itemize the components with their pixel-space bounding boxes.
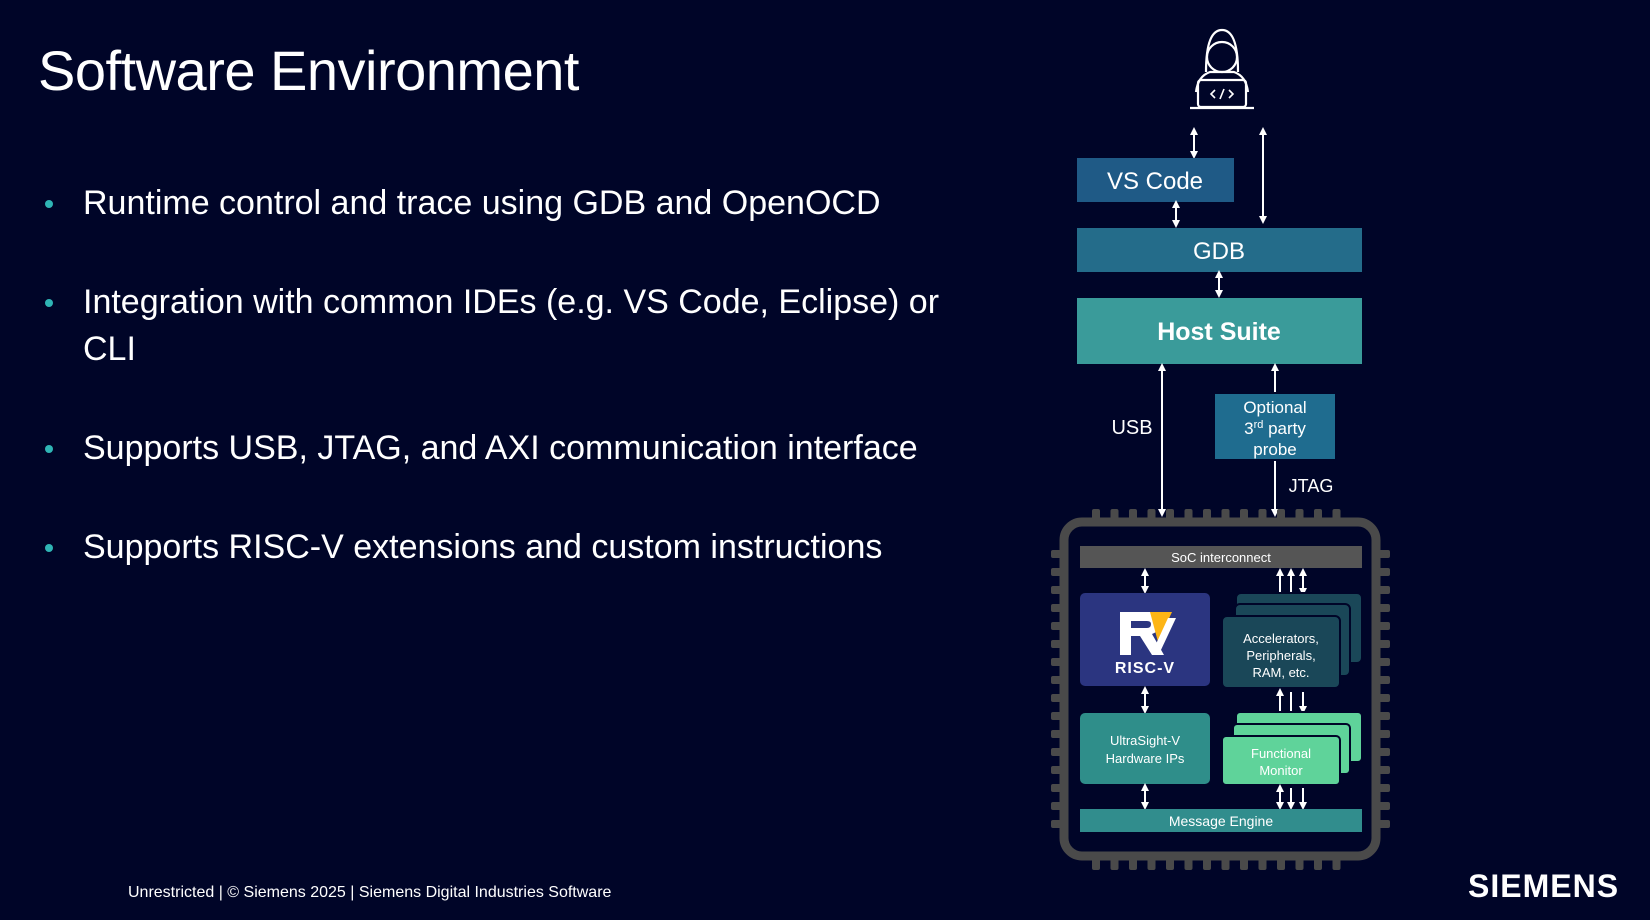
- functional-line1: Functional: [1251, 746, 1311, 761]
- bullet-dot-icon: [45, 200, 53, 208]
- probe-party-word: party: [1268, 419, 1306, 438]
- probe-line2: 3rd party: [1244, 419, 1306, 438]
- chip-pin: [1378, 550, 1390, 558]
- chip-pin: [1378, 640, 1390, 648]
- chip-pin: [1221, 858, 1230, 870]
- usb-label: USB: [1111, 417, 1152, 439]
- chip-pin: [1378, 658, 1390, 666]
- bullet-item: Supports USB, JTAG, and AXI communicatio…: [42, 425, 972, 472]
- chip-pin: [1378, 748, 1390, 756]
- riscv-logo-icon: [1120, 612, 1176, 655]
- message-engine-bar: [1080, 809, 1362, 832]
- chip-pin: [1332, 858, 1341, 870]
- bullet-item: Supports RISC-V extensions and custom in…: [42, 524, 972, 571]
- chip-pin: [1378, 676, 1390, 684]
- chip-outline: [1059, 517, 1381, 861]
- chip-pin: [1184, 858, 1193, 870]
- functional-line2: Monitor: [1259, 763, 1303, 778]
- bullet-list: Runtime control and trace using GDB and …: [42, 180, 972, 571]
- chip-pin: [1147, 858, 1156, 870]
- bullet-text: Integration with common IDEs (e.g. VS Co…: [83, 283, 940, 368]
- accelerators-line2: Peripherals,: [1246, 648, 1315, 663]
- gdb-box: [1077, 228, 1362, 272]
- vscode-box: [1077, 158, 1234, 202]
- ultrasight-line1: UltraSight-V: [1110, 733, 1180, 748]
- chip-pin: [1110, 858, 1119, 870]
- chip-pin: [1378, 730, 1390, 738]
- chip-pin: [1295, 858, 1304, 870]
- bullet-dot-icon: [45, 544, 53, 552]
- chip-pin: [1314, 858, 1322, 870]
- soc-interconnect-label: SoC interconnect: [1171, 550, 1271, 565]
- ultrasight-box: [1080, 713, 1210, 784]
- chip-pin: [1378, 784, 1390, 792]
- chip-pin: [1378, 802, 1390, 810]
- chip-pin: [1378, 622, 1390, 630]
- slide-title: Software Environment: [38, 39, 579, 102]
- chip-pin: [1240, 858, 1248, 870]
- chip-pin: [1378, 820, 1390, 828]
- probe-box: [1215, 394, 1335, 459]
- chip-pin: [1378, 568, 1390, 576]
- bullet-dot-icon: [45, 445, 53, 453]
- ultrasight-line2: Hardware IPs: [1106, 751, 1185, 766]
- message-engine-label: Message Engine: [1169, 813, 1274, 829]
- chip-pin: [1258, 858, 1267, 870]
- chip-pin: [1378, 694, 1390, 702]
- chip-pin: [1203, 858, 1211, 870]
- riscv-logo-text: RISC-V: [1115, 660, 1175, 677]
- accelerators-line1: Accelerators,: [1243, 631, 1319, 646]
- vscode-label: VS Code: [1107, 168, 1203, 195]
- host-suite-label: Host Suite: [1157, 318, 1281, 346]
- probe-line3: probe: [1253, 440, 1296, 459]
- probe-line1: Optional: [1243, 398, 1306, 417]
- chip-pin: [1092, 858, 1100, 870]
- developer-laptop-icon: [1190, 28, 1254, 110]
- chip-pin: [1378, 604, 1390, 612]
- bullet-dot-icon: [45, 299, 53, 307]
- accelerators-line3: RAM, etc.: [1252, 665, 1309, 680]
- host-suite-box: [1077, 298, 1362, 364]
- chip-pin: [1277, 858, 1285, 870]
- jtag-label: JTAG: [1289, 476, 1334, 496]
- siemens-logo: SIEMENS: [1468, 868, 1620, 904]
- gdb-label: GDB: [1193, 238, 1245, 265]
- probe-ordinal-suffix: rd: [1254, 419, 1264, 431]
- soc-interconnect-bar: [1080, 546, 1362, 568]
- chip-pin: [1378, 712, 1390, 720]
- chip-pin: [1129, 858, 1137, 870]
- bullet-item: Runtime control and trace using GDB and …: [42, 180, 972, 227]
- chip-pin: [1378, 766, 1390, 774]
- bullet-text: Supports RISC-V extensions and custom in…: [83, 528, 883, 566]
- probe-ordinal: 3: [1244, 419, 1253, 438]
- chip-pin: [1166, 858, 1174, 870]
- bullet-item: Integration with common IDEs (e.g. VS Co…: [42, 279, 972, 373]
- footer-text: Unrestricted | © Siemens 2025 | Siemens …: [128, 884, 612, 901]
- bullet-text: Supports USB, JTAG, and AXI communicatio…: [83, 429, 918, 467]
- bullet-text: Runtime control and trace using GDB and …: [83, 184, 881, 222]
- chip-pin: [1378, 586, 1390, 594]
